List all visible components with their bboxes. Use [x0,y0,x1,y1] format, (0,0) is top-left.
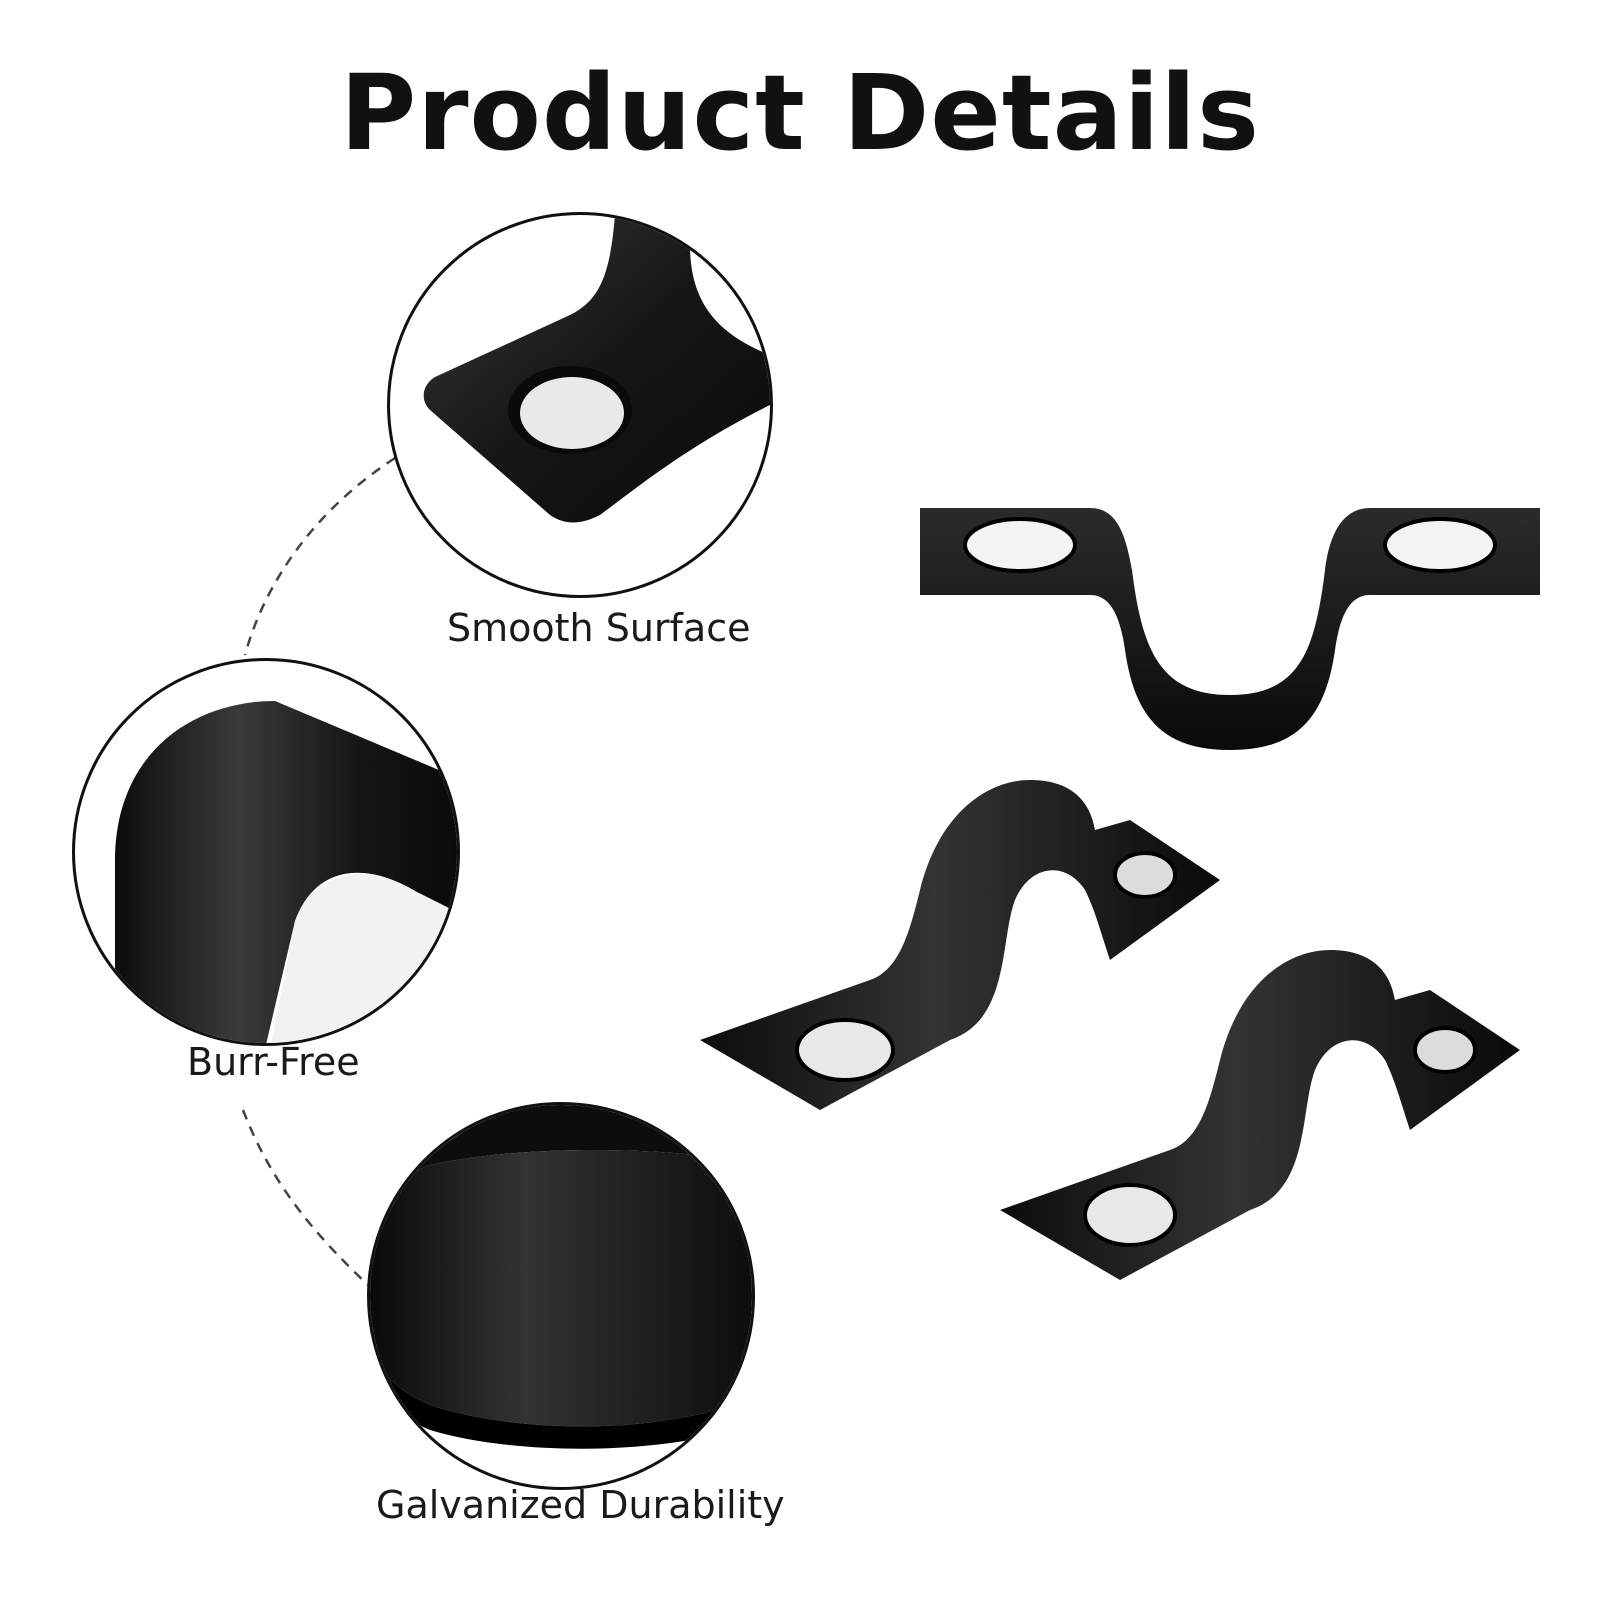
smooth-surface-closeup-icon [387,212,773,598]
pipe-clamp-image [1000,950,1520,1280]
detail-label-burr-free: Burr-Free [187,1040,360,1084]
page-title: Product Details [340,52,1260,174]
pipe-clamp-image [920,508,1540,750]
detail-label-smooth-surface: Smooth Surface [447,606,751,650]
detail-label-galvanized-durability: Galvanized Durability [376,1483,785,1527]
pipe-clamp-image [700,780,1220,1110]
burr-free-closeup-icon [72,658,460,1046]
galvanized-durability-closeup-icon [367,1102,755,1490]
